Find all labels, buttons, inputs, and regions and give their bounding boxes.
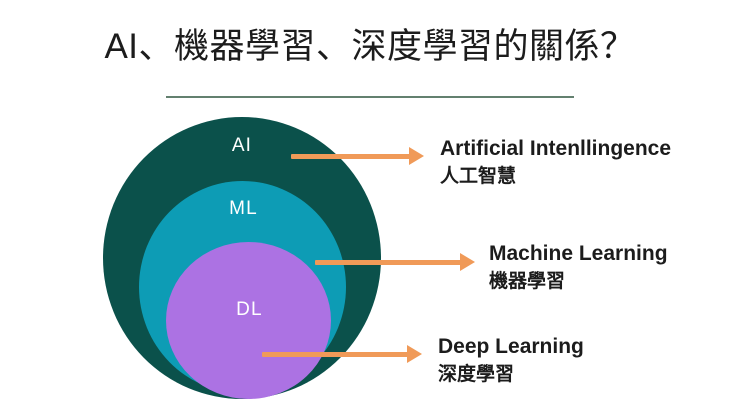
- arrow-shaft: [291, 153, 410, 159]
- arrow-head-icon: [409, 147, 424, 165]
- arrow-head-icon: [460, 253, 475, 271]
- page-title: AI、機器學習、深度學習的關係？: [104, 27, 636, 66]
- callout-dl: Deep Learning 深度學習: [438, 334, 584, 388]
- circle-ml-label: ML: [229, 198, 258, 219]
- arrow-shaft: [262, 351, 408, 357]
- arrow-to-dl: [262, 345, 422, 363]
- title-block: AI、機器學習、深度學習的關係？: [0, 26, 740, 68]
- callout-ai: Artificial Intenllingence 人工智慧: [440, 136, 671, 190]
- callout-ai-chinese: 人工智慧: [440, 166, 517, 188]
- arrow-to-ml: [315, 253, 475, 271]
- arrow-shaft: [315, 259, 461, 265]
- circle-dl: DL: [166, 242, 331, 399]
- callout-ml-english: Machine Learning: [489, 242, 668, 265]
- callout-dl-english: Deep Learning: [438, 335, 584, 358]
- title-divider: [166, 96, 574, 98]
- callout-ml-chinese: 機器學習: [489, 271, 566, 293]
- callout-dl-chinese: 深度學習: [438, 364, 515, 386]
- circle-ai-label: AI: [231, 135, 253, 156]
- arrow-head-icon: [407, 345, 422, 363]
- arrow-to-ai: [291, 147, 424, 165]
- circle-dl-label: DL: [236, 299, 263, 320]
- callout-ml: Machine Learning 機器學習: [489, 241, 668, 295]
- callout-ai-english: Artificial Intenllingence: [440, 137, 672, 160]
